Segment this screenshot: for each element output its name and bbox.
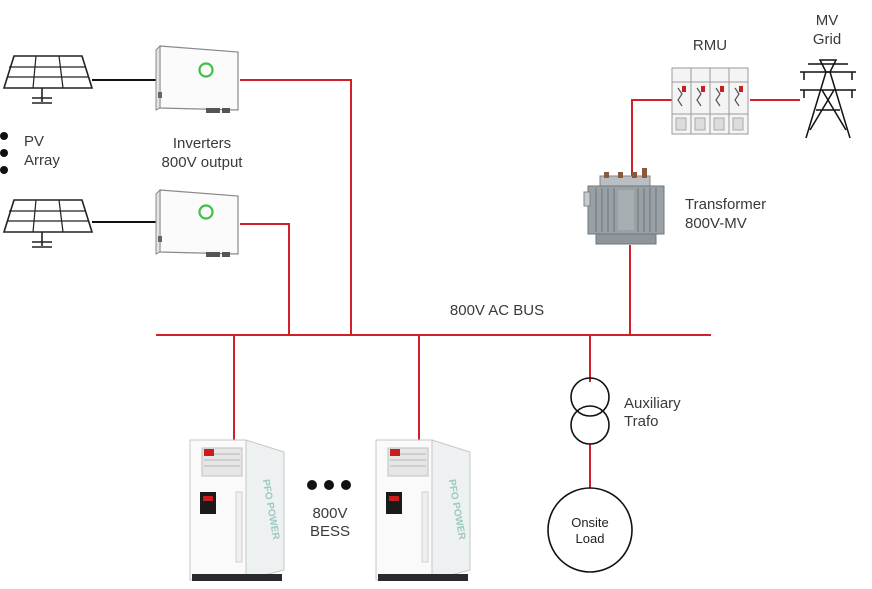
inverter-2-feed-line [240,223,290,334]
mv-grid-label-line2: Grid [813,31,841,48]
onsite-load-label-line2: Load [576,531,605,546]
switchgear-icon [671,67,749,135]
aux-trafo-label-line1: Auxiliary [624,395,681,412]
wiring [92,79,800,490]
pv-continuation-dots [0,132,8,174]
battery-cabinet-icon: PFO POWER [189,439,285,581]
bess-label-line1: 800V [312,505,347,522]
inverter-1-feed-line [240,79,352,334]
transformer-icon [583,168,665,245]
bess-label-line2: BESS [310,523,350,540]
inverter-icon [155,188,239,257]
battery-cabinet-icon: PFO POWER [375,439,471,581]
aux-trafo-label-line2: Trafo [624,413,658,430]
transmission-tower-icon [800,59,856,139]
mv-grid-label-line1: MV [816,12,839,29]
inverters-label-line2: 800V output [162,154,244,171]
pv-array-label-line2: Array [24,152,60,169]
transformer-to-rmu-line [631,99,672,180]
inverters-label-line1: Inverters [173,135,231,152]
transformer-label-line1: Transformer [685,196,766,213]
solar-panel-icon [2,55,94,104]
onsite-load-label-line1: Onsite [571,515,609,530]
rmu-label: RMU [693,37,727,54]
solar-panel-icon [2,199,94,248]
bess-continuation-dots [307,480,351,490]
transformer-symbol-icon [570,377,610,445]
load-circle-icon [547,487,633,573]
inverter-icon [155,44,239,113]
pv-array-label-line1: PV [24,133,44,150]
ac-bus-label: 800V AC BUS [450,302,544,319]
transformer-label-line2: 800V-MV [685,215,747,232]
